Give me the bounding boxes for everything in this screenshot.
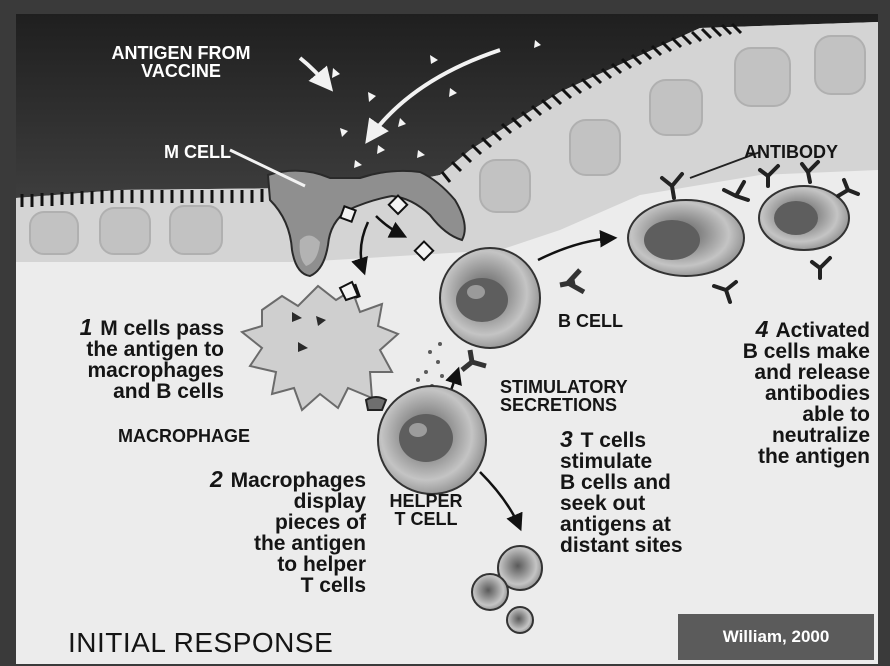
dispersing-t-cell	[472, 574, 508, 610]
helper-t-cell-nucleolus	[409, 423, 427, 437]
activated-b-cell-nucleus	[774, 201, 818, 235]
step-4-caption: 4 Activated B cells make and release ant…	[692, 319, 870, 467]
step-number: 1	[80, 314, 93, 340]
helper-t-cell-nucleus	[399, 414, 453, 462]
step-line: B cells make	[692, 341, 870, 362]
step-number: 3	[560, 426, 573, 452]
b-cell-label: B CELL	[558, 312, 623, 330]
secretions-label-line: SECRETIONS	[500, 396, 628, 414]
credit-text: William, 2000	[678, 614, 874, 660]
step-line: and B cells	[28, 381, 224, 402]
step-line: T cells	[160, 575, 366, 596]
step-line: the antigen	[692, 446, 870, 467]
step-number: 2	[210, 466, 223, 492]
presented-antigen	[366, 397, 386, 410]
step-line: and release	[692, 362, 870, 383]
helper-label-line: HELPER	[384, 492, 468, 510]
step-line: display	[160, 491, 366, 512]
step-number: 4	[756, 316, 769, 342]
step-line: neutralize	[692, 425, 870, 446]
step-2-caption: 2 Macrophages display pieces of the anti…	[160, 469, 366, 596]
step-line: the antigen to	[28, 339, 224, 360]
antigen-label-line: ANTIGEN FROM	[76, 44, 286, 62]
macrophage-label: MACROPHAGE	[118, 427, 250, 445]
step-line: antibodies	[692, 383, 870, 404]
stimulatory-secretions-label: STIMULATORY SECRETIONS	[500, 378, 628, 414]
antibody-label: ANTIBODY	[744, 143, 838, 161]
step-line: Macrophages	[231, 469, 366, 492]
step-line: B cells and	[560, 472, 730, 493]
step-line: the antigen	[160, 533, 366, 554]
step-line: able to	[692, 404, 870, 425]
b-cell-nucleus	[456, 278, 508, 322]
m-cell-label: M CELL	[164, 143, 231, 161]
activated-b-cell-nucleus	[644, 220, 700, 260]
step-line: antigens at	[560, 514, 730, 535]
step-line: to helper	[160, 554, 366, 575]
step-1-caption: 1 M cells pass the antigen to macrophage…	[28, 317, 224, 402]
helper-t-cell-label: HELPER T CELL	[384, 492, 468, 528]
step-line: seek out	[560, 493, 730, 514]
helper-label-line: T CELL	[384, 510, 468, 528]
antigen-label-line: VACCINE	[76, 62, 286, 80]
step-line: Activated	[775, 319, 870, 342]
antigen-from-vaccine-label: ANTIGEN FROM VACCINE	[76, 44, 286, 80]
b-cell-nucleolus	[467, 285, 485, 299]
dispersing-t-cell	[507, 607, 533, 633]
step-line: M cells pass	[100, 317, 224, 340]
step-line: distant sites	[560, 535, 730, 556]
figure-title: INITIAL RESPONSE	[68, 627, 333, 659]
credit-box: William, 2000	[678, 614, 874, 660]
secretions-label-line: STIMULATORY	[500, 378, 628, 396]
step-line: macrophages	[28, 360, 224, 381]
step-line: T cells	[581, 429, 646, 452]
step-line: pieces of	[160, 512, 366, 533]
